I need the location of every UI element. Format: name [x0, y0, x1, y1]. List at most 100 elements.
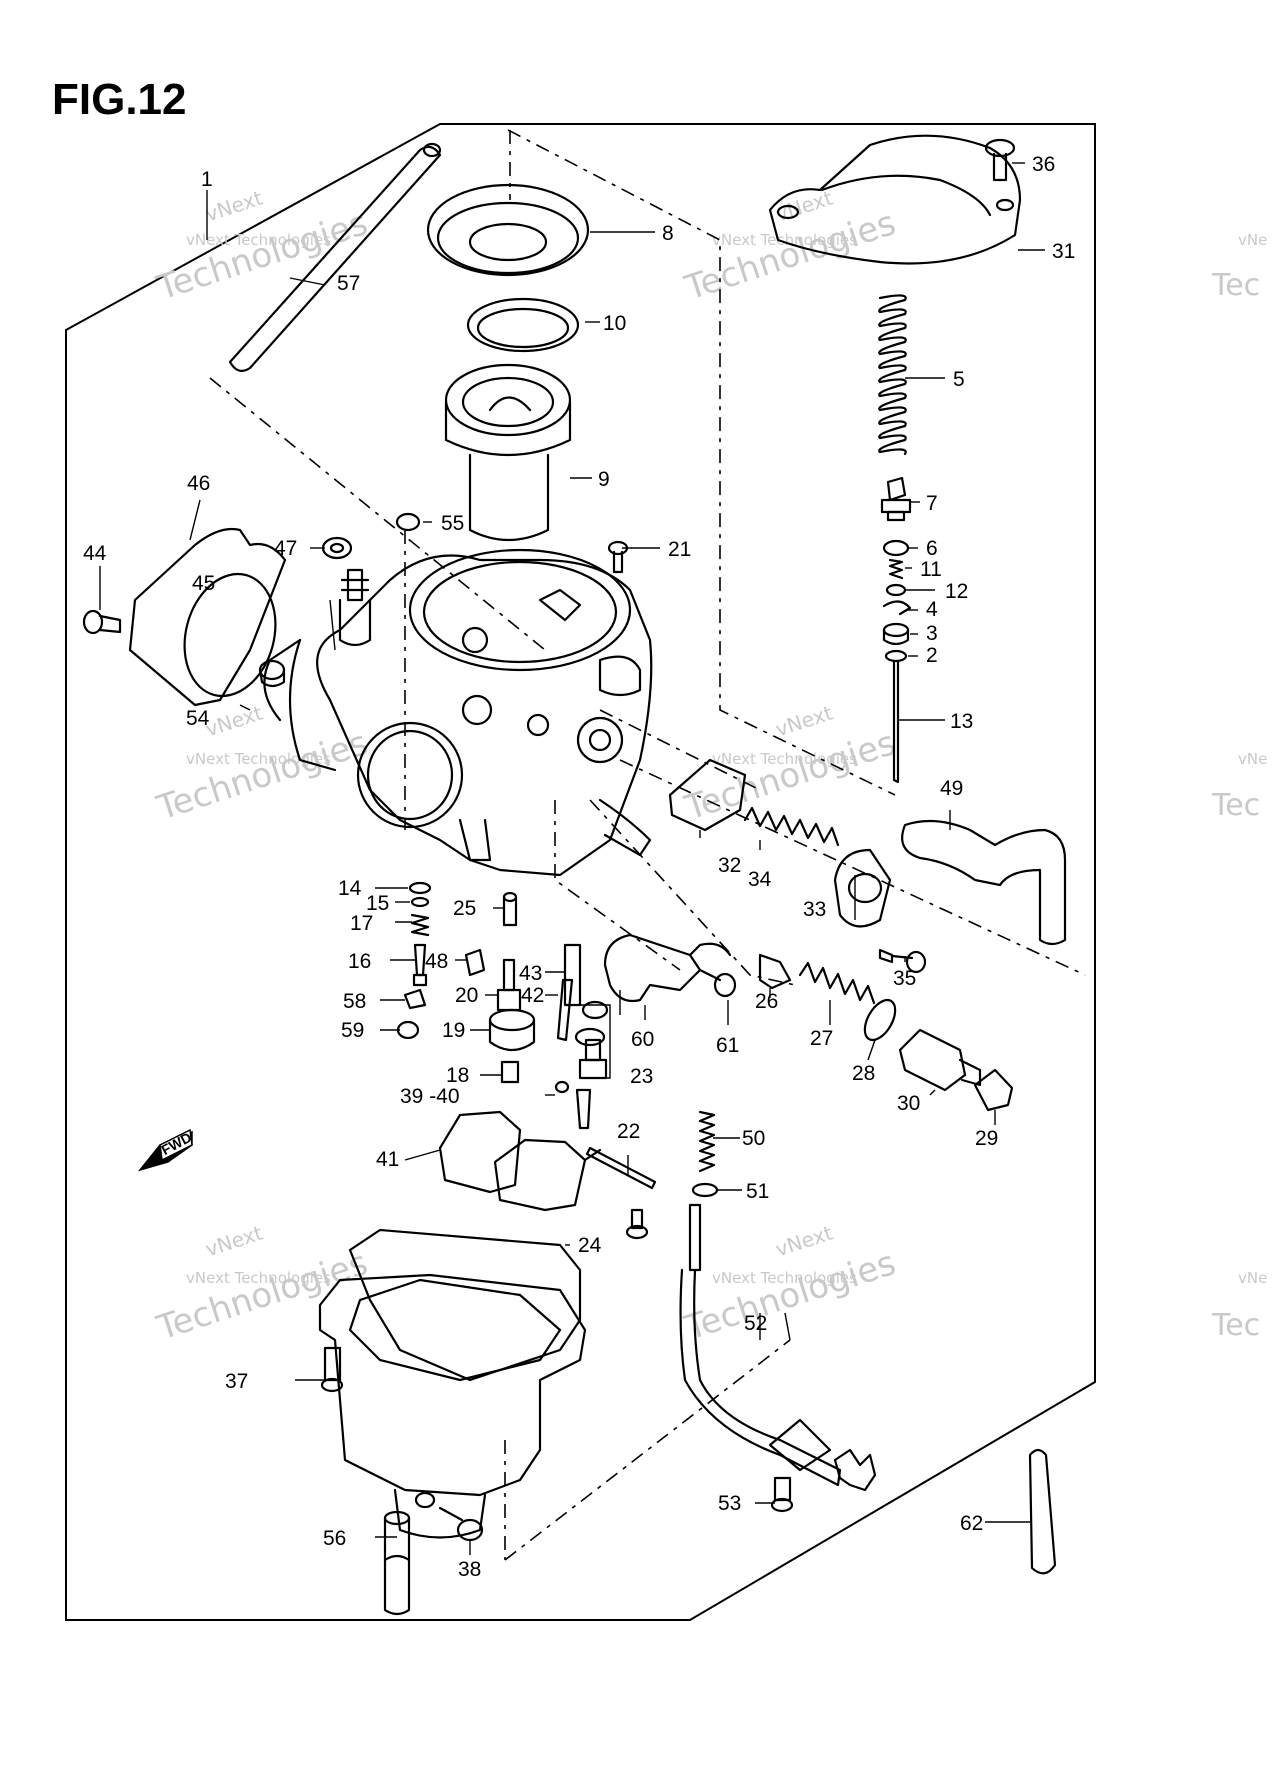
watermark-text: Technologies	[679, 723, 900, 829]
callout-label: 37	[225, 1370, 248, 1393]
part-51-washer	[691, 1182, 719, 1198]
part-6-oring	[882, 539, 910, 557]
part-55-oring	[395, 512, 421, 532]
watermark-text: vNext Technologies	[186, 750, 331, 768]
part-57-tube	[228, 142, 442, 373]
callout-label: 52	[744, 1312, 767, 1335]
callout-label: 19	[442, 1019, 465, 1042]
callout-label: 54	[186, 707, 210, 730]
watermark-text: vNext	[202, 186, 265, 227]
leader-lines	[99, 162, 1045, 1555]
part-15-washer	[410, 896, 430, 908]
callout-label: 8	[662, 222, 674, 245]
part-54-cap	[258, 659, 286, 688]
watermark-text: vNext Technologies	[712, 231, 857, 249]
part-8-gasket	[426, 183, 590, 277]
part-24-gasket	[348, 1228, 582, 1382]
part-2-washer	[884, 649, 908, 663]
callout-label: 21	[668, 538, 691, 561]
watermark-text: Technologies	[151, 1243, 372, 1349]
part-30-fitting	[898, 1028, 982, 1092]
part-29-cap	[973, 1068, 1014, 1112]
part-16-screw	[412, 943, 428, 987]
callout-label: 17	[350, 912, 373, 935]
part-27-spring	[798, 961, 876, 1005]
part-43-tube	[563, 943, 582, 1007]
callout-label: 24	[578, 1234, 602, 1257]
part-14-washer	[408, 881, 432, 895]
callout-label: 45	[192, 572, 215, 595]
part-35-screw	[878, 948, 927, 974]
part-47-nut	[321, 536, 353, 560]
part-38-screw	[438, 1506, 484, 1542]
callout-label: 22	[617, 1120, 640, 1143]
watermark-text: vNext Technologies	[712, 750, 857, 768]
callout-label: 51	[746, 1180, 769, 1203]
callout-label: 3	[926, 622, 938, 645]
part-56-tube	[383, 1510, 411, 1616]
watermark-text: vNext Technologies	[186, 1269, 331, 1287]
callout-label: 23	[630, 1065, 653, 1088]
callout-label: 9	[598, 468, 610, 491]
part-50-spring	[698, 1110, 716, 1173]
watermark-text: vNext	[202, 701, 265, 742]
part-23-valve	[574, 1000, 609, 1080]
part-22-pin	[585, 1146, 657, 1190]
watermark-text: vNe	[1238, 750, 1267, 768]
callout-label: 25	[453, 897, 476, 920]
callout-label: 35	[893, 967, 916, 990]
part-17-spring	[410, 913, 430, 937]
callout-label: 2	[926, 644, 938, 667]
watermark-text: Tec	[1211, 788, 1260, 823]
callout-label: 44	[83, 542, 107, 565]
callout-label: 31	[1052, 240, 1075, 263]
watermark-text: vNext	[772, 701, 835, 742]
part-10-ring	[466, 297, 580, 353]
part-7-holder	[880, 476, 912, 522]
callout-label: 59	[341, 1019, 364, 1042]
callout-label: 14	[338, 877, 362, 900]
callout-label: 16	[348, 950, 371, 973]
part-3-spacer	[882, 622, 910, 646]
adjust-knob	[833, 1448, 877, 1492]
watermark-text: vNext Technologies	[186, 231, 331, 249]
watermark-text: Tec	[1211, 268, 1260, 303]
callout-label: 33	[803, 898, 826, 921]
callout-label: 39 -40	[400, 1085, 460, 1108]
part-45-oring	[183, 572, 277, 698]
assembly-frame	[65, 123, 1096, 1621]
callout-label: 27	[810, 1027, 833, 1050]
part-31-cover	[768, 134, 1022, 265]
callout-label: 5	[953, 368, 965, 391]
callout-label: 28	[852, 1062, 875, 1085]
callout-label: 57	[337, 272, 360, 295]
part-12-washer	[885, 583, 907, 597]
part-21-screw	[607, 540, 629, 574]
part-26-plunger	[758, 953, 792, 990]
callout-label: 10	[603, 312, 626, 335]
part-61-screw	[698, 968, 737, 998]
part-4-clip	[882, 600, 912, 616]
part-42-screw	[556, 978, 574, 1042]
fwd-arrow-icon: FWD	[137, 1128, 194, 1172]
callout-label: 29	[975, 1127, 998, 1150]
callout-label: 15	[366, 892, 389, 915]
part-62-clamp	[1028, 1448, 1057, 1575]
callout-label: 48	[425, 950, 448, 973]
callout-label: 4	[926, 598, 938, 621]
part-9-piston	[444, 363, 572, 542]
part-48-plug	[464, 948, 486, 977]
part-37-bolt	[320, 1346, 344, 1393]
callout-label: 56	[323, 1527, 346, 1550]
part-32-gasket	[668, 758, 747, 832]
part-52-pipe	[679, 1203, 842, 1487]
part-60-valve	[603, 933, 732, 1003]
leader-57	[289, 277, 326, 286]
callout-label: 32	[718, 854, 741, 877]
callout-label: 20	[455, 984, 478, 1007]
watermark-text: vNext	[772, 186, 835, 227]
part-58-jet	[403, 988, 427, 1010]
part-53-bolt	[770, 1476, 794, 1513]
watermark-text: Technologies	[151, 723, 372, 829]
part-49-hose	[901, 819, 1067, 946]
